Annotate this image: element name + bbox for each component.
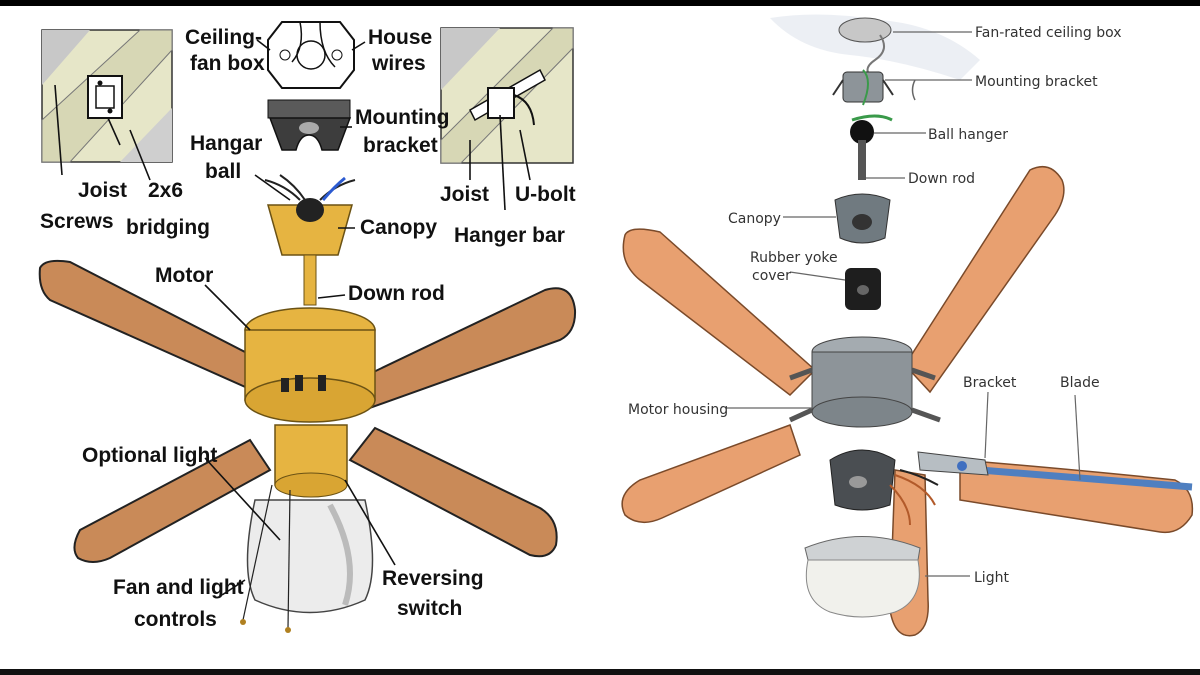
right-mounting-bracket <box>832 69 916 106</box>
label-motor-housing: Motor housing <box>628 402 728 418</box>
label-reversing-2: switch <box>397 597 462 620</box>
label-right-canopy: Canopy <box>728 211 781 227</box>
right-labels: Fan-rated ceiling box Mounting bracket B… <box>628 25 1122 586</box>
right-blade-bracket <box>917 451 989 476</box>
label-right-mounting-bracket: Mounting bracket <box>975 74 1098 90</box>
label-bridging-1: 2x6 <box>148 179 183 202</box>
right-switch-housing <box>829 449 939 526</box>
label-controls-2: controls <box>134 608 217 631</box>
label-light: Light <box>974 570 1009 586</box>
canopy-part <box>267 198 353 306</box>
label-ceiling-fan-box-1: Ceiling- <box>185 26 262 49</box>
ceiling-fan-box <box>267 21 355 89</box>
label-reversing-1: Reversing <box>382 567 484 590</box>
label-controls-1: Fan and light <box>113 576 244 599</box>
label-down-rod: Down rod <box>348 282 445 305</box>
label-yoke-cover-2: cover <box>752 268 791 284</box>
left-fan-diagram: Ceiling- fan box House wires Mounting br… <box>38 21 577 633</box>
label-joist-left: Joist <box>78 179 127 202</box>
label-blade: Blade <box>1060 375 1100 391</box>
left-labels: Ceiling- fan box House wires Mounting br… <box>40 26 576 631</box>
label-house-wires-2: wires <box>371 52 426 75</box>
right-fan-diagram: Fan-rated ceiling box Mounting bracket B… <box>621 14 1194 637</box>
label-hangar-ball-2: ball <box>205 160 241 183</box>
left-leader-lines <box>54 39 531 596</box>
right-ball-hanger <box>850 114 893 180</box>
label-ball-hanger: Ball hanger <box>928 127 1008 143</box>
right-motor-housing <box>788 336 941 428</box>
label-ceiling-box: Fan-rated ceiling box <box>975 25 1122 41</box>
label-house-wires-1: House <box>368 26 432 49</box>
switch-housing <box>274 424 348 498</box>
label-canopy: Canopy <box>360 216 437 239</box>
label-screws: Screws <box>40 210 114 233</box>
label-mounting-bracket-2: bracket <box>363 134 438 157</box>
right-yoke-cover <box>845 268 881 310</box>
label-bracket: Bracket <box>963 375 1017 391</box>
top-border-bar <box>0 0 1200 6</box>
house-wire-bundle <box>264 174 356 201</box>
label-ceiling-fan-box-2: fan box <box>190 52 265 75</box>
mounting-bracket-part <box>267 99 352 151</box>
label-yoke-cover-1: Rubber yoke <box>750 250 838 266</box>
pull-chains <box>240 484 291 633</box>
motor-part <box>244 307 376 423</box>
label-motor: Motor <box>155 264 213 287</box>
label-bridging-2: bridging <box>126 216 210 239</box>
label-mounting-bracket-1: Mounting <box>355 106 449 129</box>
label-hangar-ball-1: Hangar <box>190 132 262 155</box>
label-optional-light: Optional light <box>82 444 217 467</box>
right-light-fixture <box>804 536 921 618</box>
inset-hanger-bar <box>440 27 574 164</box>
bottom-border-bar <box>0 669 1200 675</box>
ceiling-shade <box>770 14 980 81</box>
right-blades <box>621 165 1194 637</box>
left-blades <box>38 259 577 563</box>
label-hanger-bar: Hanger bar <box>454 224 565 247</box>
right-leader-lines <box>726 31 1081 577</box>
light-globe <box>246 499 374 614</box>
label-joist-right: Joist <box>440 183 489 206</box>
right-canopy <box>834 193 891 244</box>
label-right-down-rod: Down rod <box>908 171 975 187</box>
label-u-bolt: U-bolt <box>515 183 576 206</box>
inset-joist-screws <box>41 29 173 163</box>
